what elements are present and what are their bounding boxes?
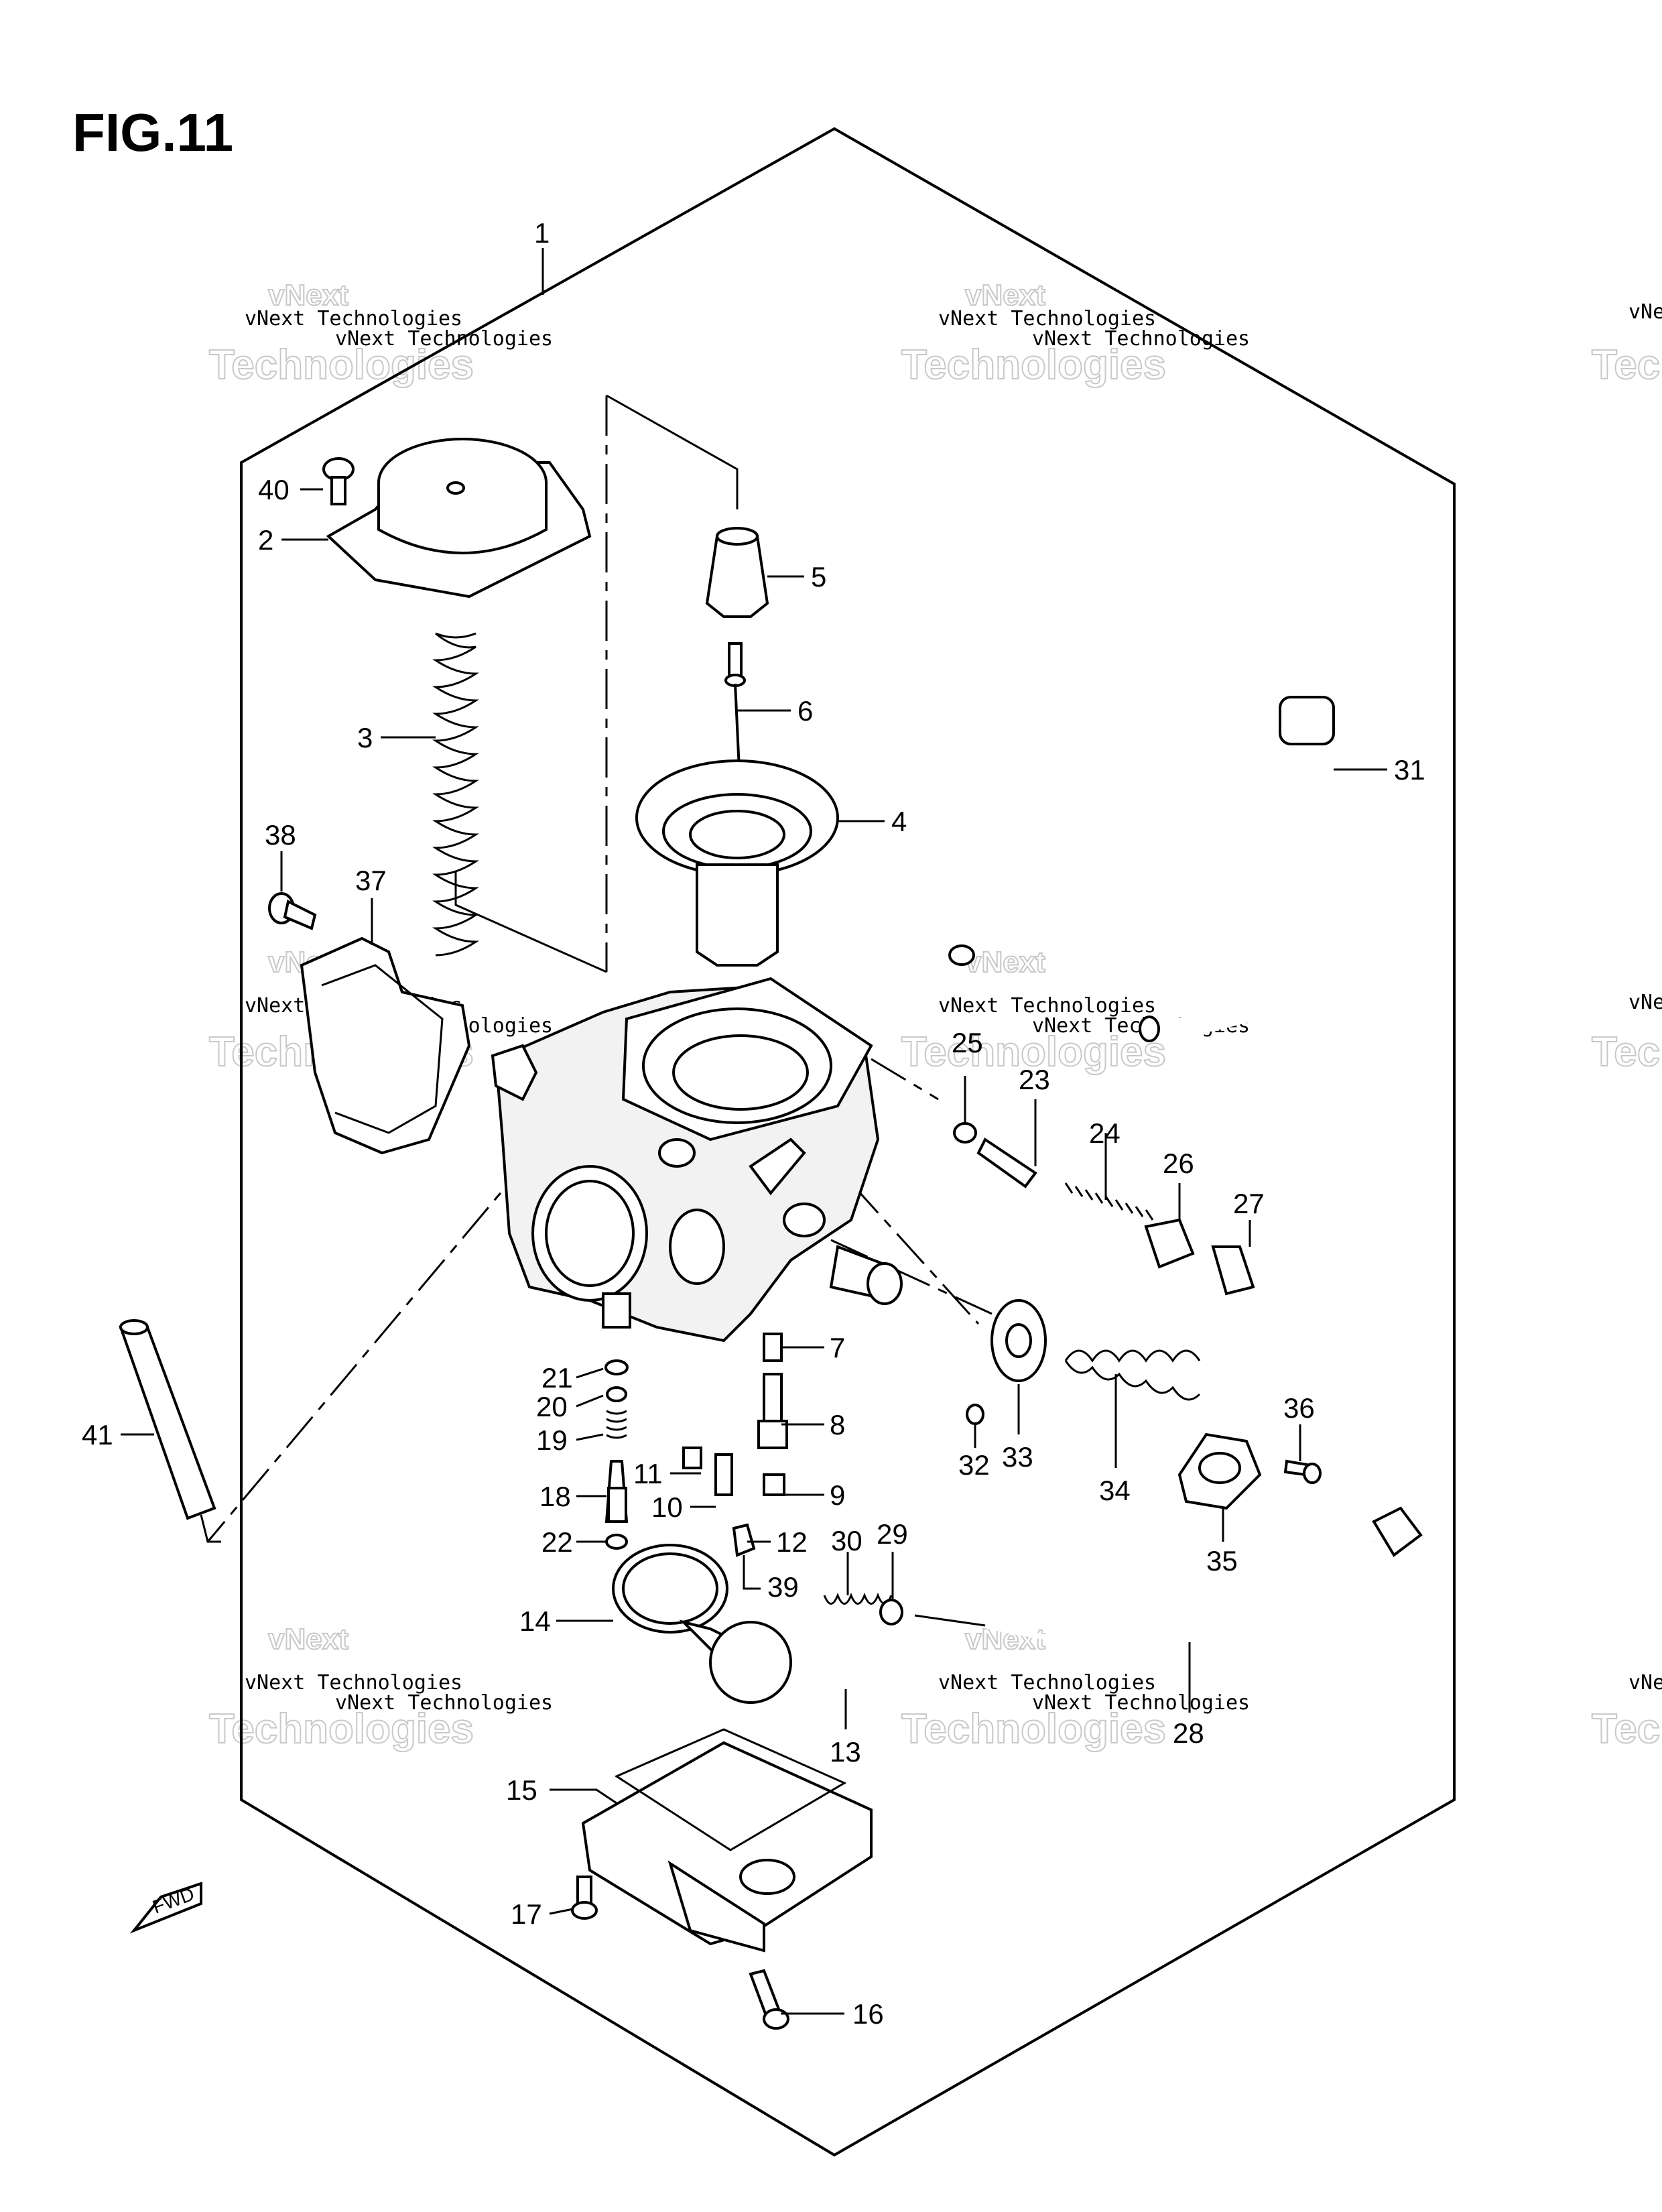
callout-8: 8 — [830, 1409, 845, 1440]
diaphragm-piston-4 — [635, 759, 839, 967]
throttle-cable-parts — [823, 1506, 1423, 1645]
callout-31: 31 — [1394, 754, 1425, 786]
callout-35: 35 — [1206, 1545, 1238, 1577]
callout-40: 40 — [258, 474, 290, 505]
accelerator-pump-parts — [966, 1299, 1322, 1510]
svg-text:vNext Technologies: vNext Technologies — [1032, 1691, 1250, 1715]
callout-7: 7 — [830, 1332, 845, 1363]
svg-text:vNext Technologies: vNext Technologies — [1628, 1671, 1662, 1695]
svg-text:vNext Technologies: vNext Technologies — [335, 327, 553, 351]
callout-37: 37 — [355, 865, 387, 896]
jet-needle-6 — [724, 642, 746, 798]
svg-text:Technologies: Technologies — [209, 1706, 474, 1752]
callout-19: 19 — [536, 1424, 568, 1456]
callout-16: 16 — [852, 1998, 884, 2030]
figure-title: FIG.11 — [72, 103, 233, 162]
watermark: vNext vNext Technologies vNext Technolog… — [901, 278, 1250, 389]
svg-text:vNext Technologies: vNext Technologies — [335, 1691, 553, 1715]
screw-40 — [322, 457, 355, 505]
callout-labels: 1 2 3 4 5 6 7 8 9 10 11 12 13 14 15 16 1… — [82, 217, 1425, 2030]
callout-33: 33 — [1002, 1441, 1033, 1473]
float-14 — [612, 1544, 792, 1704]
callout-23: 23 — [1019, 1064, 1050, 1095]
hose-31 — [942, 509, 1335, 1042]
callout-38: 38 — [265, 819, 296, 851]
callout-11: 11 — [633, 1458, 663, 1489]
callout-5: 5 — [811, 561, 826, 593]
callout-41: 41 — [82, 1419, 113, 1451]
callout-20: 20 — [536, 1391, 568, 1422]
callout-2: 2 — [258, 524, 273, 556]
svg-text:Technologies: Technologies — [1592, 342, 1662, 388]
svg-text:Technologies: Technologies — [901, 342, 1166, 388]
watermark: vNext vNext Technologies vNext Technolog… — [208, 278, 553, 389]
svg-text:vNext Technologies: vNext Technologies — [1628, 991, 1662, 1014]
callout-34: 34 — [1099, 1475, 1131, 1506]
watermark-edge: vNext Technologies Technologies vNext Te… — [1591, 300, 1662, 1753]
screw-17 — [571, 1876, 598, 1920]
callout-25: 25 — [952, 1027, 983, 1058]
assembly-boundary — [240, 127, 1456, 2157]
callout-26: 26 — [1163, 1148, 1194, 1179]
callout-6: 6 — [797, 695, 813, 727]
float-bowl-15 — [581, 1728, 873, 1953]
cover-37 — [300, 936, 471, 1155]
svg-text:Technologies: Technologies — [901, 1029, 1166, 1075]
small-jets — [682, 1447, 756, 1557]
svg-text:Technologies: Technologies — [1592, 1706, 1662, 1752]
callout-32: 32 — [958, 1449, 990, 1481]
callout-27: 27 — [1233, 1188, 1265, 1219]
callout-30: 30 — [831, 1525, 862, 1556]
callout-36: 36 — [1283, 1392, 1315, 1424]
callout-10: 10 — [651, 1491, 683, 1523]
callout-9: 9 — [830, 1479, 845, 1511]
svg-text:Technologies: Technologies — [901, 1706, 1166, 1752]
watermark: vNext vNext Technologies vNext Technolog… — [901, 1622, 1250, 1753]
svg-text:vNext: vNext — [965, 946, 1045, 979]
callout-39: 39 — [767, 1571, 799, 1603]
enricher-parts — [953, 1122, 1255, 1296]
callout-29: 29 — [877, 1518, 908, 1550]
svg-text:vNext Technologies: vNext Technologies — [938, 1671, 1156, 1695]
callout-28: 28 — [1173, 1717, 1204, 1749]
callout-21: 21 — [541, 1362, 573, 1394]
svg-text:vNext Technologies: vNext Technologies — [938, 994, 1156, 1018]
leader-lines — [121, 248, 1387, 2015]
callout-3: 3 — [357, 722, 373, 753]
svg-text:vNext: vNext — [965, 279, 1045, 312]
svg-text:vNext Technologies: vNext Technologies — [938, 307, 1156, 330]
callout-1: 1 — [534, 217, 550, 249]
needle-retainer-5 — [705, 527, 769, 618]
callout-14: 14 — [519, 1605, 551, 1637]
spring-3 — [432, 632, 479, 957]
top-cover-2 — [326, 438, 592, 599]
svg-text:vNext Technologies: vNext Technologies — [245, 307, 462, 330]
watermark-group: vNext vNext Technologies vNext Technolog… — [208, 278, 1662, 1753]
svg-text:vNext Technologies: vNext Technologies — [245, 1671, 462, 1695]
svg-text:vNext: vNext — [268, 279, 348, 312]
callout-24: 24 — [1089, 1117, 1121, 1149]
bolt-38 — [268, 892, 317, 930]
fwd-arrow-icon: FWD — [129, 1882, 202, 1934]
watermark: vNext vNext Technologies vNext Technolog… — [208, 1622, 553, 1753]
svg-text:vNext Technologies: vNext Technologies — [1628, 300, 1662, 324]
callout-12: 12 — [776, 1526, 808, 1558]
svg-text:Technologies: Technologies — [209, 342, 474, 388]
main-jet-stack — [757, 1333, 788, 1496]
callout-4: 4 — [891, 806, 907, 837]
pilot-screw-stack — [604, 1359, 629, 1550]
callout-15: 15 — [506, 1774, 537, 1806]
callout-18: 18 — [539, 1481, 571, 1512]
svg-text:Technologies: Technologies — [1592, 1029, 1662, 1075]
carburetor-body-1 — [491, 977, 903, 1343]
callout-22: 22 — [541, 1526, 573, 1558]
screw-16 — [749, 1969, 789, 2030]
callout-13: 13 — [830, 1736, 861, 1768]
watermark: vNext vNext Technologies vNext Technolog… — [901, 945, 1250, 1076]
callout-17: 17 — [511, 1898, 542, 1930]
tube-41 — [119, 1319, 221, 1543]
svg-text:vNext: vNext — [268, 1623, 348, 1656]
float-pin-13 — [816, 1653, 876, 1688]
